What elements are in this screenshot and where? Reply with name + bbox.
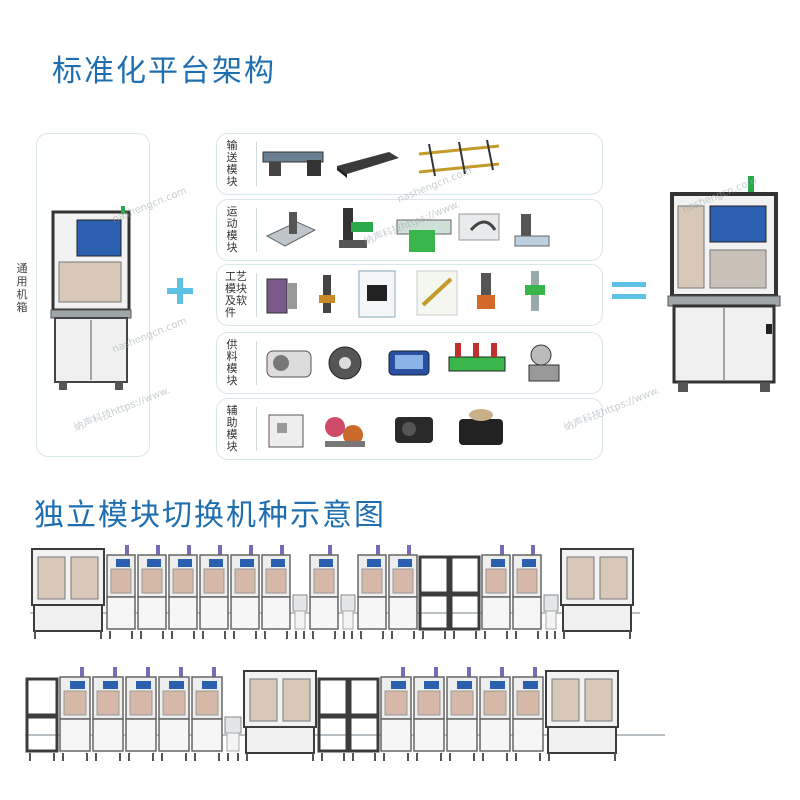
frame-station (317, 677, 349, 761)
feeding-illustrations (266, 343, 560, 382)
big-station (545, 670, 619, 761)
production-line-1 (30, 545, 640, 639)
st-station (106, 545, 136, 639)
st-station (479, 667, 511, 761)
st-station (261, 545, 291, 639)
st-station (481, 545, 511, 639)
general-cabinet-panel (36, 133, 150, 457)
module-label: 运动模块 (226, 205, 238, 254)
frame-station (348, 677, 380, 761)
gap-station (224, 716, 242, 761)
st-station (512, 667, 544, 761)
plus-operator (167, 278, 193, 304)
auxiliary-illustrations (268, 409, 503, 448)
module-label: 辅助模块 (226, 404, 238, 453)
module-label: 工艺模块及软件 (225, 270, 247, 319)
st-station (446, 667, 478, 761)
st-station (357, 545, 387, 639)
cabinet-illustration (50, 206, 132, 390)
st-station (413, 667, 445, 761)
frame-station (25, 677, 59, 761)
frame-station (449, 555, 481, 639)
module-process: 工艺模块及软件 (216, 264, 603, 326)
switching-title: 独立模块切换机种示意图 (34, 498, 386, 533)
module-feeding: 供料模块 (216, 332, 603, 394)
st-station (380, 667, 412, 761)
st-station (191, 667, 223, 761)
gap-station (340, 594, 356, 639)
st-station (158, 667, 190, 761)
assembled-machine-illustration (667, 176, 781, 392)
production-line-2 (25, 667, 665, 761)
st-station (59, 667, 91, 761)
big-station (31, 548, 105, 639)
process-illustrations (266, 270, 545, 318)
st-station (92, 667, 124, 761)
st-station (388, 545, 418, 639)
module-motion: 运动模块 (216, 199, 603, 261)
equals-operator (612, 282, 646, 300)
motion-illustrations (265, 208, 550, 252)
gap-station (543, 594, 559, 639)
big-station (243, 670, 317, 761)
st-station (199, 545, 229, 639)
st-station (309, 545, 339, 639)
module-conveying: 输送模块 (216, 133, 603, 195)
general-cabinet-label: 通用机箱 (16, 262, 28, 314)
conveying-illustrations (262, 139, 500, 178)
frame-station (418, 555, 450, 639)
module-label: 供料模块 (226, 338, 238, 387)
st-station (137, 545, 167, 639)
st-station (168, 545, 198, 639)
module-auxiliary: 辅助模块 (216, 398, 603, 460)
gap-station (292, 594, 308, 639)
module-label: 输送模块 (226, 139, 238, 188)
st-station (125, 667, 157, 761)
st-station (512, 545, 542, 639)
big-station (560, 548, 634, 639)
st-station (230, 545, 260, 639)
platform-title: 标准化平台架构 (52, 54, 276, 89)
